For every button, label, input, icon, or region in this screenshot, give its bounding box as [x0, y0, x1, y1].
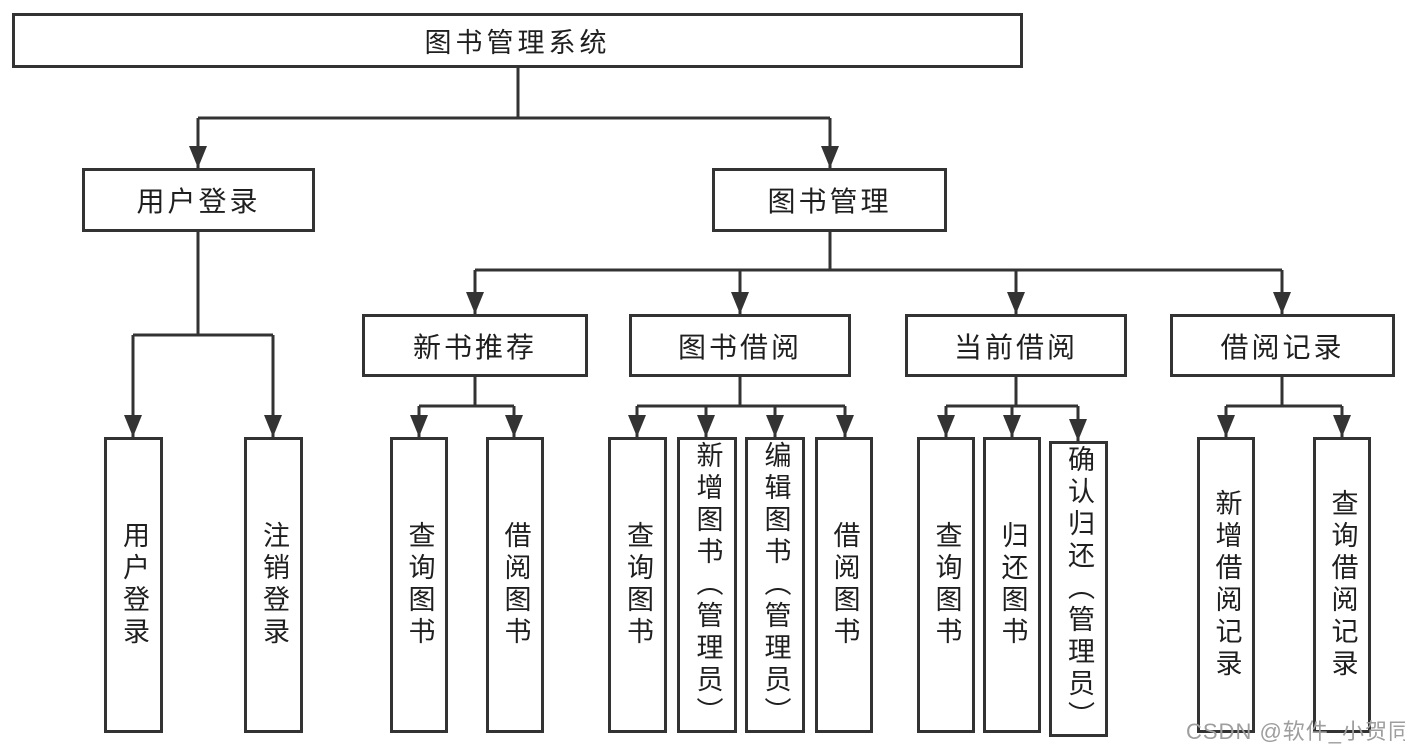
leaf-borrowing-edit-books-admin-label: 编辑图书（管理员） [760, 441, 791, 729]
leaf-borrowing-edit-books-admin: 编辑图书（管理员） [745, 437, 805, 733]
leaf-current-confirm-return-admin-label: 确认归还（管理员） [1064, 445, 1094, 733]
node-book-management: 图书管理 [712, 168, 947, 232]
leaf-records-add-borrow-record-label: 新增借阅记录 [1211, 489, 1242, 681]
leaf-borrowing-borrow-books-label: 借阅图书 [829, 521, 860, 649]
leaf-current-query-books-label: 查询图书 [931, 521, 962, 649]
csdn-watermark: CSDN @软件_小贺同学 [1186, 719, 1405, 744]
leaf-logout-label: 注销登录 [259, 521, 289, 649]
node-user-login: 用户登录 [82, 168, 315, 232]
leaf-borrowing-add-books-admin-label: 新增图书（管理员） [692, 441, 723, 729]
edges-user-login [124, 232, 282, 437]
leaf-current-confirm-return-admin: 确认归还（管理员） [1049, 441, 1108, 737]
leaf-user-login: 用户登录 [104, 437, 163, 733]
edges-root [189, 68, 839, 168]
edges-borrowing-records [1217, 377, 1351, 437]
node-current-borrowing: 当前借阅 [905, 314, 1127, 377]
node-borrowing-records: 借阅记录 [1170, 314, 1395, 377]
edges-book-management [466, 232, 1291, 314]
leaf-user-login-label: 用户登录 [119, 521, 149, 649]
edges-book-borrowing [628, 377, 854, 437]
node-library-management-system: 图书管理系统 [12, 13, 1023, 68]
leaf-current-query-books: 查询图书 [917, 437, 975, 733]
leaf-newbook-borrow-books: 借阅图书 [486, 437, 544, 733]
leaf-newbook-borrow-books-label: 借阅图书 [500, 521, 531, 649]
leaf-borrowing-query-books-label: 查询图书 [623, 521, 653, 649]
node-new-book-recommendation: 新书推荐 [362, 314, 588, 377]
leaf-borrowing-add-books-admin: 新增图书（管理员） [677, 437, 737, 733]
edges-new-book-recommendation [410, 377, 523, 437]
leaf-borrowing-query-books: 查询图书 [608, 437, 667, 733]
node-book-borrowing: 图书借阅 [629, 314, 851, 377]
leaf-current-return-books-label: 归还图书 [997, 521, 1028, 649]
leaf-borrowing-borrow-books: 借阅图书 [815, 437, 873, 733]
edges-current-borrowing [937, 377, 1087, 441]
leaf-logout: 注销登录 [244, 437, 303, 733]
leaf-newbook-query-books: 查询图书 [390, 437, 448, 733]
leaf-current-return-books: 归还图书 [983, 437, 1041, 733]
leaf-records-add-borrow-record: 新增借阅记录 [1197, 437, 1255, 733]
leaf-records-query-borrow-record-label: 查询借阅记录 [1327, 489, 1358, 681]
leaf-records-query-borrow-record: 查询借阅记录 [1313, 437, 1371, 733]
leaf-newbook-query-books-label: 查询图书 [404, 521, 435, 649]
